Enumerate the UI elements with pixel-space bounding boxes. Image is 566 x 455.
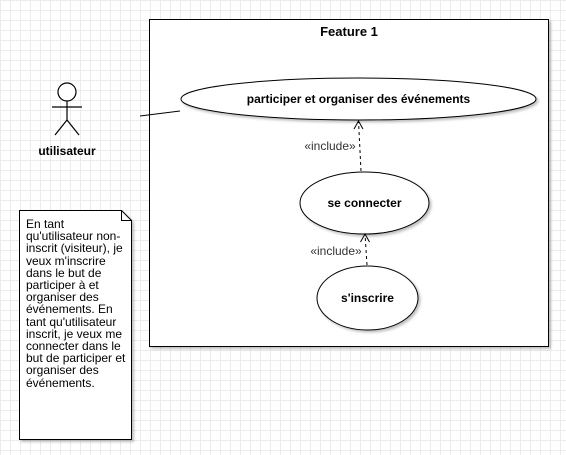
usecase-se-connecter-label: se connecter	[327, 196, 401, 210]
include-arrow-register-login	[364, 233, 368, 266]
include-arrow-login-participate	[358, 120, 362, 172]
usecase-s-inscrire-label: s'inscrire	[341, 291, 394, 305]
note-shape	[19, 210, 132, 440]
include-label-login-participate: «include»	[304, 139, 356, 153]
actor-utilisateur	[52, 82, 82, 136]
actor-label: utilisateur	[38, 144, 96, 158]
include-arrowhead-login	[360, 232, 370, 243]
usecase-participer-label: participer et organiser des événements	[247, 92, 471, 106]
include-arrowhead-participate	[353, 119, 364, 130]
usecase-s-inscrire	[316, 265, 419, 331]
system-title: Feature 1	[320, 24, 378, 39]
note-fold	[121, 210, 132, 221]
include-label-register-login: «include»	[310, 244, 362, 258]
association-line	[139, 110, 181, 117]
note-text: En tant qu'utilisateur non-inscrit (visi…	[26, 217, 126, 390]
